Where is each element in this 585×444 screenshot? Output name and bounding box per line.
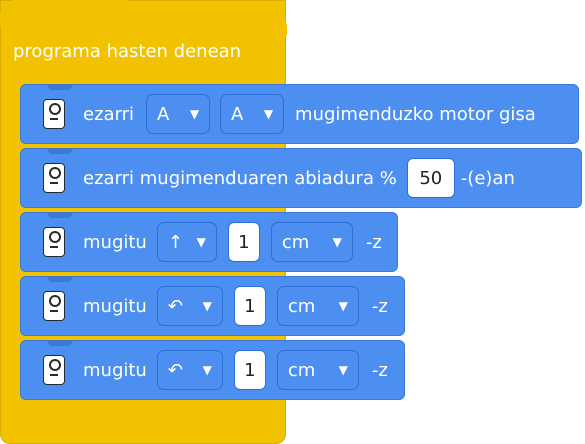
chevron-down-icon: ▼ bbox=[189, 107, 200, 121]
unit-dropdown[interactable]: cm ▼ bbox=[276, 286, 359, 326]
motor-pair-icon bbox=[43, 355, 65, 385]
block-text: -(e)an bbox=[460, 167, 515, 189]
hat-title: programa hasten denean bbox=[13, 41, 242, 62]
motor-pair-icon bbox=[43, 163, 65, 193]
direction-dropdown[interactable]: ↑ ▼ bbox=[156, 222, 217, 262]
block-text: mugitu bbox=[83, 295, 147, 317]
motor-pair-icon bbox=[43, 291, 65, 321]
block-text: mugitu bbox=[83, 359, 147, 381]
block-text: -z bbox=[365, 231, 382, 253]
chevron-down-icon: ▼ bbox=[202, 299, 212, 313]
chevron-down-icon: ▼ bbox=[332, 235, 342, 249]
block-text: ezarri bbox=[83, 103, 135, 125]
chevron-down-icon: ▼ bbox=[338, 363, 348, 377]
unit-dropdown[interactable]: cm ▼ bbox=[276, 350, 359, 390]
chevron-down-icon: ▼ bbox=[202, 363, 212, 377]
port-dropdown-1[interactable]: A ▼ bbox=[146, 94, 211, 134]
move-block-3[interactable]: mugitu ↶ ▼ 1 cm ▼ -z bbox=[20, 340, 405, 400]
distance-input[interactable]: 1 bbox=[233, 350, 266, 390]
block-text: mugimenduzko motor gisa bbox=[295, 103, 536, 125]
port-dropdown-2[interactable]: A ▼ bbox=[220, 94, 285, 134]
motor-pair-icon bbox=[43, 227, 65, 257]
chevron-down-icon: ▼ bbox=[196, 235, 206, 249]
block-text: ezarri mugimenduaren abiadura % bbox=[83, 167, 397, 189]
hat-cap-shape bbox=[125, 15, 287, 35]
speed-input[interactable]: 50 bbox=[406, 158, 455, 198]
hat-top-shape bbox=[0, 0, 140, 26]
direction-dropdown[interactable]: ↶ ▼ bbox=[156, 286, 223, 326]
move-block-2[interactable]: mugitu ↶ ▼ 1 cm ▼ -z bbox=[20, 276, 405, 336]
move-block-1[interactable]: mugitu ↑ ▼ 1 cm ▼ -z bbox=[20, 212, 398, 272]
block-text: mugitu bbox=[83, 231, 147, 253]
set-motor-pair-block[interactable]: ezarri A ▼ A ▼ mugimenduzko motor gisa bbox=[20, 84, 579, 144]
unit-dropdown[interactable]: cm ▼ bbox=[270, 222, 353, 262]
motor-pair-icon bbox=[43, 99, 65, 129]
set-speed-block[interactable]: ezarri mugimenduaren abiadura % 50 -(e)a… bbox=[20, 148, 582, 208]
block-text: -z bbox=[371, 295, 388, 317]
chevron-down-icon: ▼ bbox=[338, 299, 348, 313]
direction-dropdown[interactable]: ↶ ▼ bbox=[156, 350, 223, 390]
distance-input[interactable]: 1 bbox=[233, 286, 266, 326]
chevron-down-icon: ▼ bbox=[263, 107, 274, 121]
block-text: -z bbox=[371, 359, 388, 381]
distance-input[interactable]: 1 bbox=[227, 222, 260, 262]
